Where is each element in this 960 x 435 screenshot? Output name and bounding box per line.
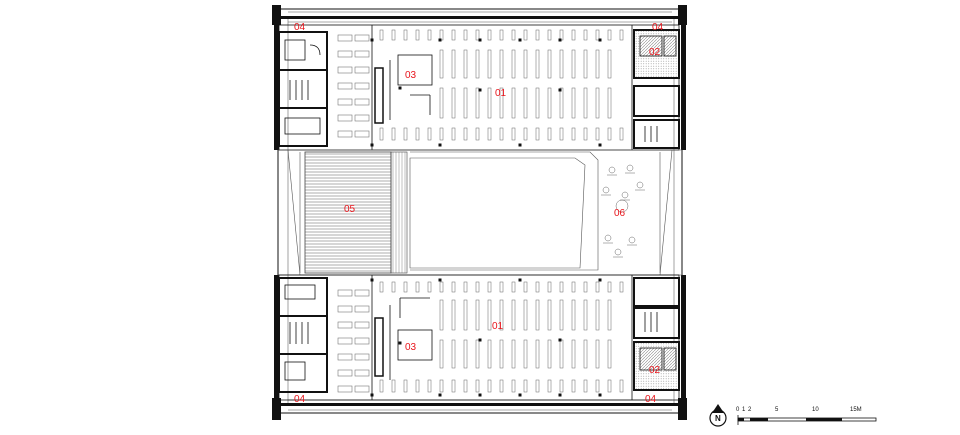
label-toilet-se: 02 [649,365,661,376]
scale-bar: 0 1 2 5 10 15M [736,407,877,425]
label-office-s: 03 [405,342,417,353]
atrium-void [409,151,599,271]
scale-tick-5: 5 [775,407,779,413]
outer-walls [274,16,686,406]
label-lounge: 06 [614,208,626,219]
label-stair-nw: 04 [294,22,306,33]
north-arrow-label: N [715,414,721,423]
scale-tick-1: 1 [742,407,746,413]
service-core-sw [278,277,328,393]
structural-columns [370,38,602,397]
label-court: 05 [344,204,356,215]
north-desk-columns [337,34,370,138]
label-reading-s: 01 [492,321,504,332]
north-arrow: N [709,404,727,427]
office-north [374,54,433,124]
south-desk-columns [337,289,370,393]
service-core-se [633,277,680,391]
label-toilet-ne: 02 [649,47,661,58]
service-core-nw [278,31,328,147]
scale-tick-0: 0 [736,407,740,413]
service-core-ne [633,29,680,149]
label-stair-sw: 04 [294,394,306,405]
scale-tick-15: 15M [850,407,862,413]
label-office-n: 03 [405,70,417,81]
label-reading-n: 01 [495,88,507,99]
south-stacks [379,281,624,393]
lounge-furniture [601,164,645,258]
scale-tick-10: 10 [812,407,819,413]
label-stair-ne: 04 [652,22,664,33]
room-labels: 04 04 02 03 01 05 06 01 03 02 04 04 [294,22,664,405]
court-bleachers [304,151,408,274]
north-stacks [379,29,624,141]
office-south [374,297,433,380]
corner-columns [272,5,687,420]
label-stair-se: 04 [645,394,657,405]
scale-tick-2: 2 [748,407,752,413]
